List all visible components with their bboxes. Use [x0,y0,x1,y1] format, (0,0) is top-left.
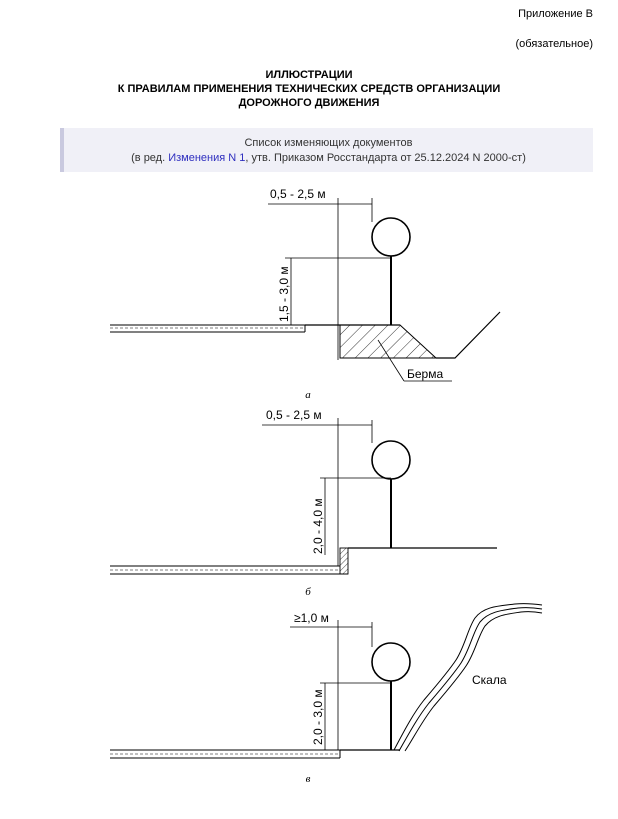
curb-hatch [339,547,349,575]
offset-label: ≥1,0 м [294,611,329,625]
road-surface [110,565,348,575]
document-title: ИЛЛЮСТРАЦИИ К ПРАВИЛАМ ПРИМЕНЕНИЯ ТЕХНИЧ… [0,68,618,110]
title-line-2: К ПРАВИЛАМ ПРИМЕНЕНИЯ ТЕХНИЧЕСКИХ СРЕДСТ… [117,83,501,95]
title-line-3: ДОРОЖНОГО ДВИЖЕНИЯ [238,97,380,109]
slope-line [436,311,501,359]
changes-box: Список изменяющих документов (в ред. Изм… [60,128,593,172]
road-surface [110,749,341,759]
changes-heading: Список изменяющих документов [244,137,413,149]
appendix-label: Приложение В [518,8,593,20]
figure-b: 0,5 - 2,5 м 2,0 - 4,0 м б [110,408,497,598]
title-line-1: ИЛЛЮСТРАЦИИ [265,69,353,81]
road-surface [110,324,306,333]
rock-outline [393,603,543,752]
road-sign [371,642,411,682]
changes-suffix: , утв. Приказом Росстандарта от 25.12.20… [245,152,526,164]
figure-a: 0,5 - 2,5 м 1,5 - 3,0 м Берма а [110,187,501,401]
changes-reference: (в ред. Изменения N 1, утв. Приказом Рос… [64,151,593,166]
offset-label: 0,5 - 2,5 м [266,408,322,422]
caption-c: в [306,773,311,785]
height-label: 1,5 - 3,0 м [277,266,291,322]
obligatory-label: (обязательное) [515,38,593,50]
height-label: 2,0 - 3,0 м [311,689,325,745]
height-label: 2,0 - 4,0 м [311,498,325,554]
road-sign [371,440,411,480]
berm-label: Берма [407,367,443,381]
berm-leader-line [377,339,405,382]
caption-b: б [305,586,311,598]
changes-prefix: (в ред. [131,152,169,164]
figure-c: Скала ≥1,0 м 2,0 - 3,0 м в [110,603,543,785]
caption-a: а [305,389,311,401]
berm-hatch [339,324,438,359]
amendment-link[interactable]: Изменения N 1 [168,152,246,164]
offset-label: 0,5 - 2,5 м [270,187,326,201]
road-sign [371,217,411,257]
rock-label: Скала [472,673,507,687]
